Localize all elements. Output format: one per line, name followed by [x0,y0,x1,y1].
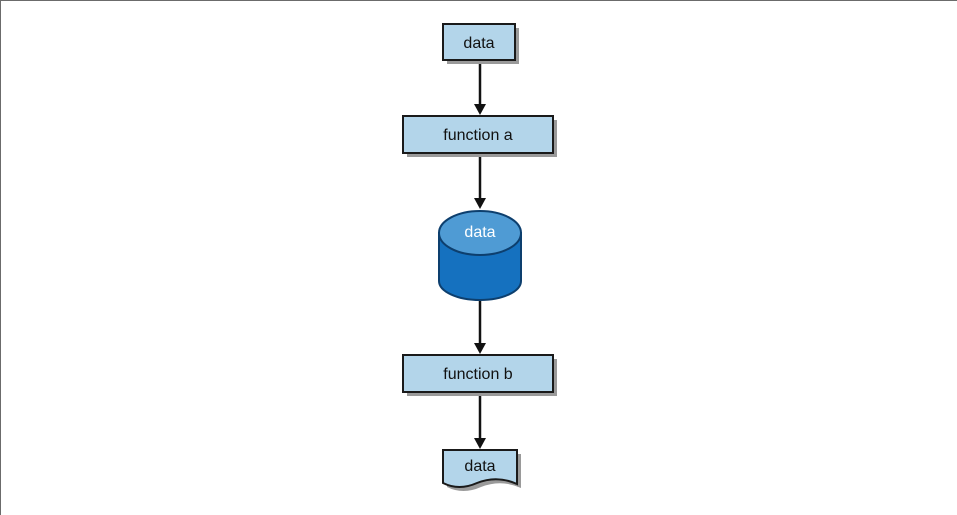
node-label: data [464,458,495,475]
node-data-output: data [442,449,521,491]
node-label: function b [443,366,512,383]
edges [474,61,486,449]
arrowhead-icon [474,104,486,115]
arrowhead-icon [474,198,486,209]
node-label: function a [443,127,512,144]
document-shape-icon [442,449,518,488]
arrowhead-icon [474,438,486,449]
node-data-input: data [442,23,519,64]
node-function-a: function a [402,115,557,157]
node-label: data [464,224,495,241]
node-function-b: function b [402,354,557,396]
arrowhead-icon [474,343,486,354]
node-data-store: data [438,210,522,301]
node-label: data [463,35,494,52]
